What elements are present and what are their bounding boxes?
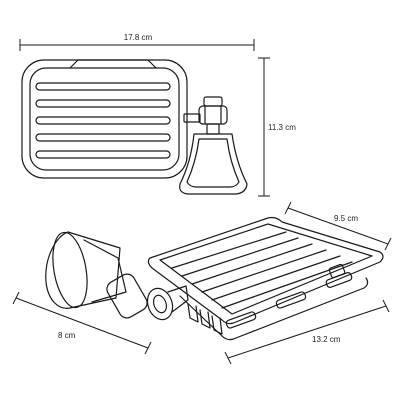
dish-outer-frame bbox=[21, 59, 188, 179]
perspective-connector bbox=[106, 273, 148, 319]
perspective-flange-face bbox=[52, 231, 88, 309]
dish-inner-rim bbox=[29, 67, 180, 171]
top-width-label: 17.8 cm bbox=[124, 33, 153, 42]
perspective-knob-stem bbox=[167, 285, 189, 313]
basket-floor-wires bbox=[171, 231, 353, 309]
bottom-depth-dimension bbox=[284, 201, 392, 251]
bottom-depth-label: 9.5 cm bbox=[334, 214, 358, 223]
dish-slats bbox=[35, 82, 171, 159]
top-height-label: 11.3 cm bbox=[268, 123, 296, 132]
bottom-projection-label: 8 cm bbox=[58, 331, 76, 340]
front-view-soap-dish bbox=[21, 59, 248, 195]
wall-mount-flange-inner bbox=[186, 138, 240, 188]
basket-side-bars bbox=[187, 272, 353, 335]
wall-mount-flange bbox=[179, 133, 248, 195]
dish-side-arm bbox=[183, 113, 201, 123]
perspective-knob-cap bbox=[146, 287, 174, 321]
top-height-dimension bbox=[258, 57, 270, 197]
perspective-view-soap-dish bbox=[45, 216, 384, 341]
perspective-flange-body bbox=[83, 239, 127, 303]
wall-mount-knob bbox=[198, 96, 228, 135]
bottom-width-dimension bbox=[224, 299, 390, 365]
basket-inner-rim bbox=[159, 223, 373, 315]
perspective-wall-flange bbox=[45, 231, 121, 309]
basket-top-rim bbox=[147, 216, 384, 325]
basket-bottom-rim bbox=[179, 277, 369, 341]
bottom-projection-dimension bbox=[12, 291, 152, 355]
top-width-dimension bbox=[19, 39, 255, 51]
basket-front-clip bbox=[328, 263, 346, 279]
bottom-width-label: 13.2 cm bbox=[312, 335, 341, 344]
perspective-knob-cap-inner bbox=[152, 294, 168, 314]
dish-top-tab bbox=[69, 59, 157, 69]
